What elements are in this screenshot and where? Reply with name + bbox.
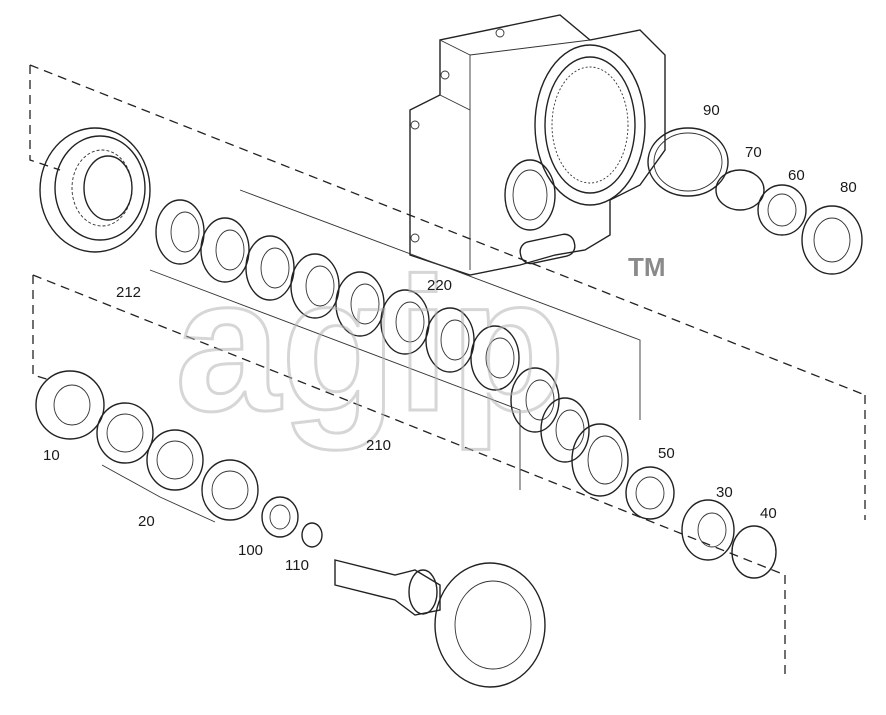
bearing-60 (757, 184, 807, 236)
callout-50: 50 (658, 445, 675, 462)
callout-20: 20 (138, 513, 155, 530)
transmission-housing (409, 14, 666, 276)
snap-ring-70 (715, 169, 765, 211)
assembly-boundary-lower (32, 274, 786, 680)
callout-100: 100 (238, 542, 263, 559)
callout-70: 70 (745, 144, 762, 161)
output-shaft (334, 559, 441, 616)
callout-40: 40 (760, 505, 777, 522)
snap-ring-90 (647, 127, 729, 197)
watermark: agip TM (174, 238, 666, 453)
seal-80 (801, 205, 863, 275)
assembly-boundary-upper (29, 64, 866, 520)
washer-100 (261, 496, 299, 538)
callout-10: 10 (43, 447, 60, 464)
callout-labels: 90 70 60 80 212 220 210 10 50 30 40 20 1… (43, 102, 857, 574)
ring-gear (39, 127, 151, 253)
clutch-disc-pack (149, 189, 641, 497)
hub-30 (681, 499, 735, 561)
callout-110: 110 (285, 557, 309, 574)
callout-90: 90 (703, 102, 720, 119)
brake-disc (434, 562, 546, 688)
callout-30: 30 (716, 484, 733, 501)
washer-50 (625, 466, 675, 520)
watermark-logo: agip (175, 239, 566, 451)
callout-212: 212 (116, 284, 141, 301)
discs-20 (96, 402, 259, 523)
o-ring-40 (731, 525, 777, 579)
watermark-trademark: TM (628, 252, 666, 282)
callout-60: 60 (788, 167, 805, 184)
piston-10 (35, 370, 105, 440)
snap-ring-110 (301, 522, 323, 548)
callout-210: 210 (366, 437, 391, 454)
callout-220: 220 (427, 277, 452, 294)
callout-80: 80 (840, 179, 857, 196)
